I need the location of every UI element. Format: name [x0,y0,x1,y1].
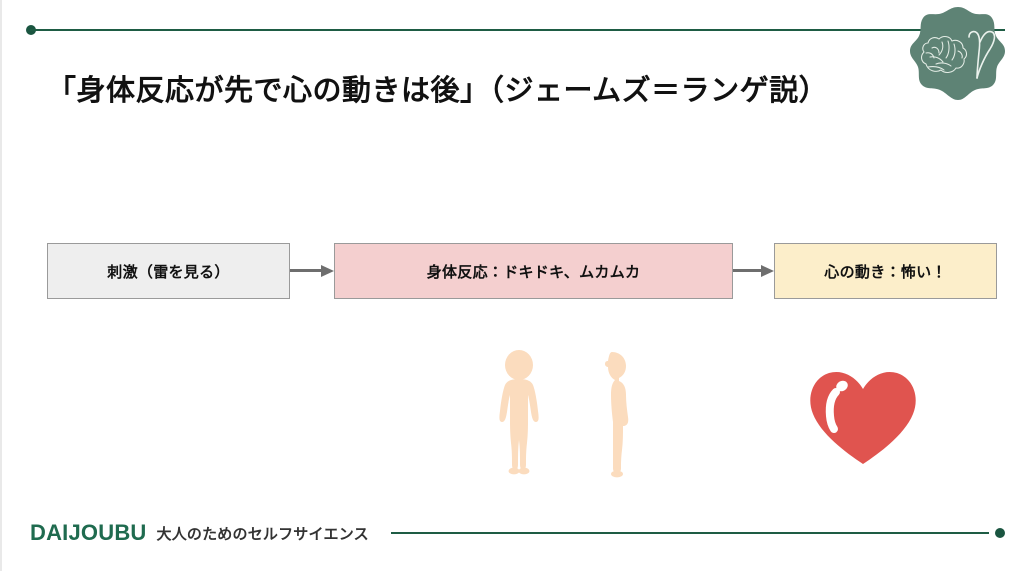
daijoubu-brain-heart-logo [906,4,1010,108]
arrow-body-to-mind-icon [733,265,774,277]
footer-tagline: 大人のためのセルフサイエンス [156,525,369,543]
footer-brand: DAIJOUBU [30,520,147,545]
flow-box-mind-movement: 心の動き：怖い！ [774,243,997,299]
human-body-figures-icon [484,348,654,486]
footer-rule [390,532,989,534]
heart-illustration-icon [805,360,921,472]
flow-diagram: 刺激（雷を見る） 身体反応：ドキドキ、ムカムカ 心の動き：怖い！ [2,243,1024,301]
footer: DAIJOUBU 大人のためのセルフサイエンス [30,519,1005,547]
flow-box-stimulus: 刺激（雷を見る） [47,243,290,299]
arrow-stimulus-to-body-icon [290,265,334,277]
footer-rule-end-dot [995,528,1005,538]
flow-box-body-reaction: 身体反応：ドキドキ、ムカムカ [334,243,733,299]
page-title: 「身体反応が先で心の動きは後」（ジェームズ＝ランゲ説） [47,75,829,107]
top-rule [30,29,1005,31]
